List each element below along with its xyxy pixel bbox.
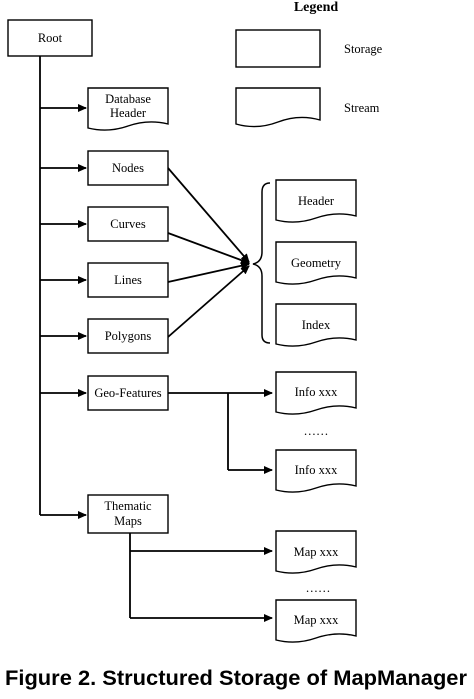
nodes-label: Nodes [112,161,144,175]
root-label: Root [38,31,63,45]
database-header-label-line2: Header [110,106,147,120]
arrow-polygons-to-brace [167,265,250,338]
map-stream-1-label: Map xxx [294,545,340,559]
info-ellipsis: …… [304,424,329,438]
map-ellipsis: …… [306,581,331,595]
geometry-stream [275,241,357,285]
info-stream-2 [275,449,357,493]
legend-storage-label: Storage [344,42,383,56]
info-stream-1-label: Info xxx [295,385,338,399]
arrow-nodes-to-brace [167,167,250,263]
thematic-maps-label-line2: Maps [114,514,142,528]
legend-stream-label: Stream [344,101,380,115]
polygons-label: Polygons [105,329,152,343]
info-stream-2-label: Info xxx [295,463,338,477]
geometry-stream-label: Geometry [291,256,342,270]
legend-storage-symbol [235,29,321,68]
header-stream [275,179,357,223]
grouping-brace [252,182,271,344]
arrow-curves-to-brace [167,232,250,264]
arrow-lines-to-brace [167,261,250,283]
figure-caption: Figure 2. Structured Storage of MapManag… [5,667,467,690]
map-stream-2 [275,599,357,643]
lines-storage [87,262,169,298]
curves-storage [87,206,169,242]
index-stream [275,303,357,347]
root-storage [7,19,93,57]
map-stream-2-label: Map xxx [294,613,340,627]
legend-stream-symbol [235,87,321,128]
legend-title: Legend [294,0,339,15]
thematic-maps-storage [87,494,169,534]
database-header-stream [87,87,169,131]
geo-features-storage [87,375,169,411]
info-stream-1 [275,371,357,415]
database-header-label-line1: Database [105,92,151,106]
thematic-maps-label-line1: Thematic [104,499,152,513]
nodes-storage [87,150,169,186]
polygons-storage [87,318,169,354]
geo-features-label: Geo-Features [94,386,161,400]
lines-label: Lines [114,273,142,287]
header-stream-label: Header [298,194,335,208]
curves-label: Curves [110,217,146,231]
map-stream-1 [275,530,357,574]
index-stream-label: Index [302,318,331,332]
